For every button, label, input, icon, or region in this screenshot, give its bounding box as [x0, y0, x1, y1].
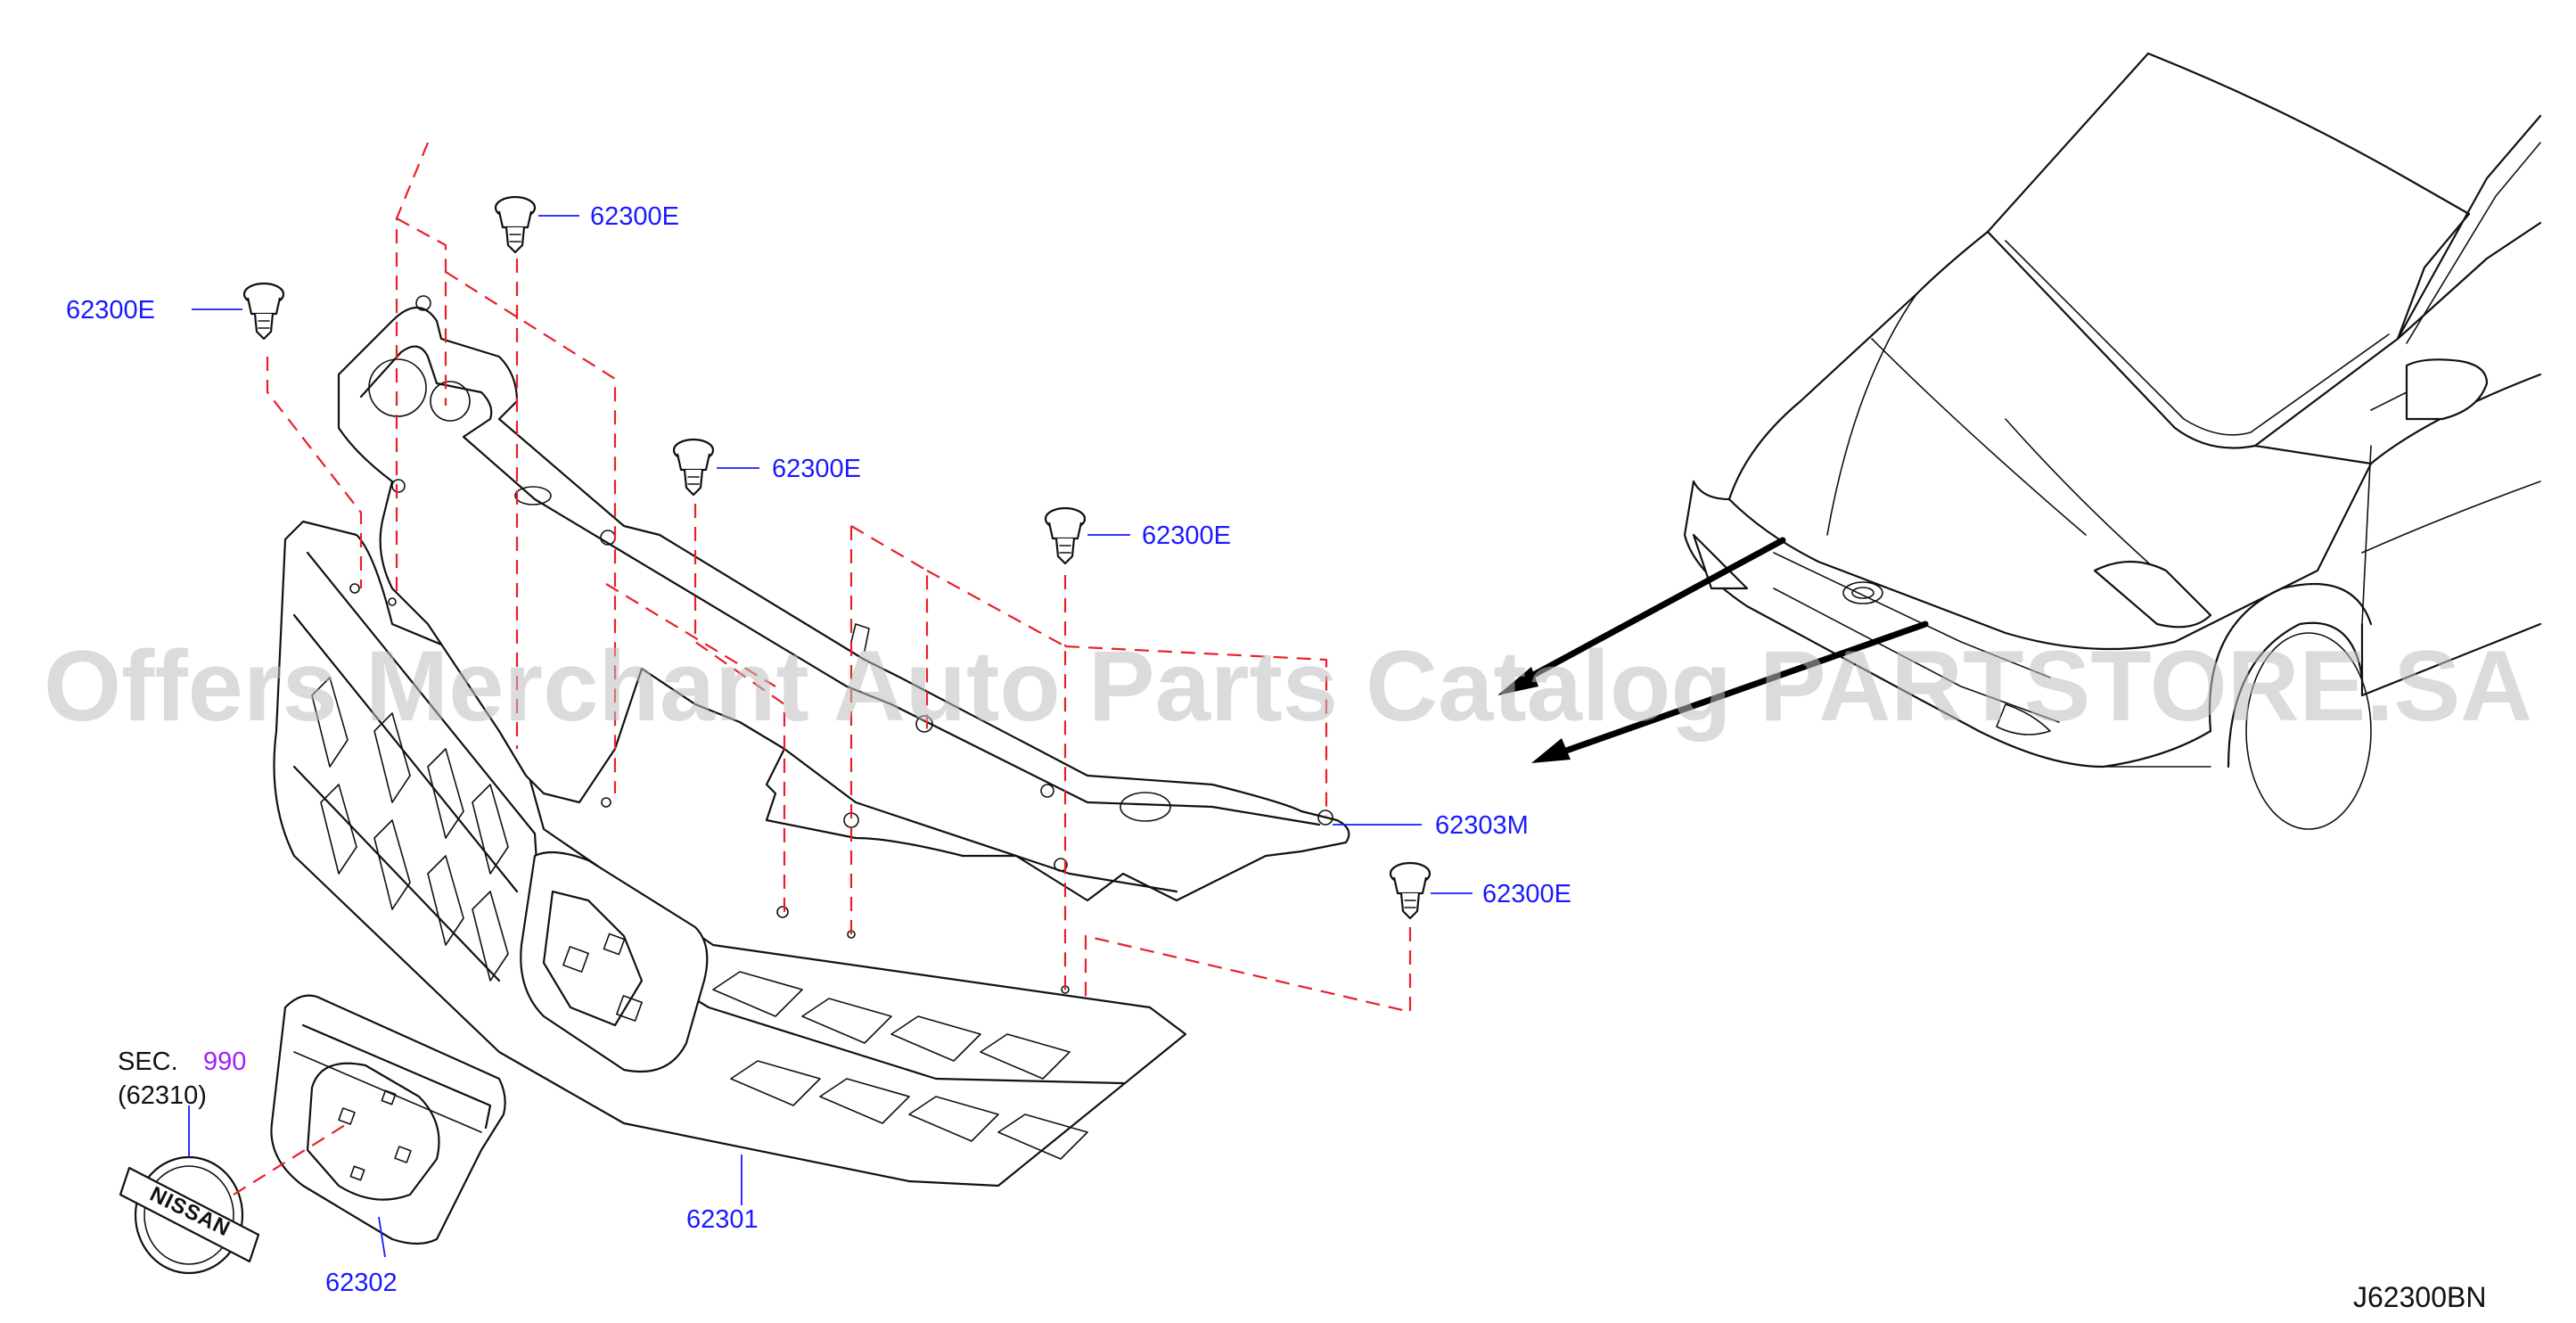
label-62300E-2: 62300E: [590, 202, 679, 231]
clip-fastener-1: [242, 282, 285, 341]
grille-finisher-62302: [270, 994, 506, 1245]
nissan-emblem: NISSAN: [119, 1155, 260, 1275]
section-number[interactable]: 990: [203, 1048, 246, 1076]
watermark-text: Offers Merchant Auto Parts Catalog PARTS…: [44, 630, 2532, 742]
label-62301: 62301: [686, 1205, 759, 1234]
car-illustration: [1683, 52, 2542, 830]
section-ref: (62310): [118, 1081, 207, 1110]
part-callouts: 62300E 62300E 62300E 62300E 62300E 62303…: [66, 202, 1571, 1297]
label-62300E-1: 62300E: [66, 296, 155, 325]
clip-fastener-4: [1044, 506, 1087, 565]
grille-slats-right: [712, 971, 1088, 1160]
diagram-code: J62300BN: [2353, 1281, 2486, 1313]
clip-fastener-2: [494, 195, 537, 254]
radiator-cover-62303M: [337, 295, 1350, 902]
clip-fastener-3: [672, 438, 715, 497]
assembly-guide-lines: [233, 142, 1412, 1196]
grille-slats-left: [311, 677, 509, 982]
label-62303M: 62303M: [1435, 811, 1529, 840]
label-62300E-4: 62300E: [1142, 522, 1231, 550]
label-62300E-3: 62300E: [772, 455, 861, 483]
direction-arrows: [1497, 537, 1929, 763]
label-62302: 62302: [325, 1269, 398, 1297]
label-62300E-5: 62300E: [1482, 880, 1571, 908]
section-prefix: SEC.: [118, 1048, 178, 1076]
clip-fastener-5: [1389, 861, 1432, 920]
